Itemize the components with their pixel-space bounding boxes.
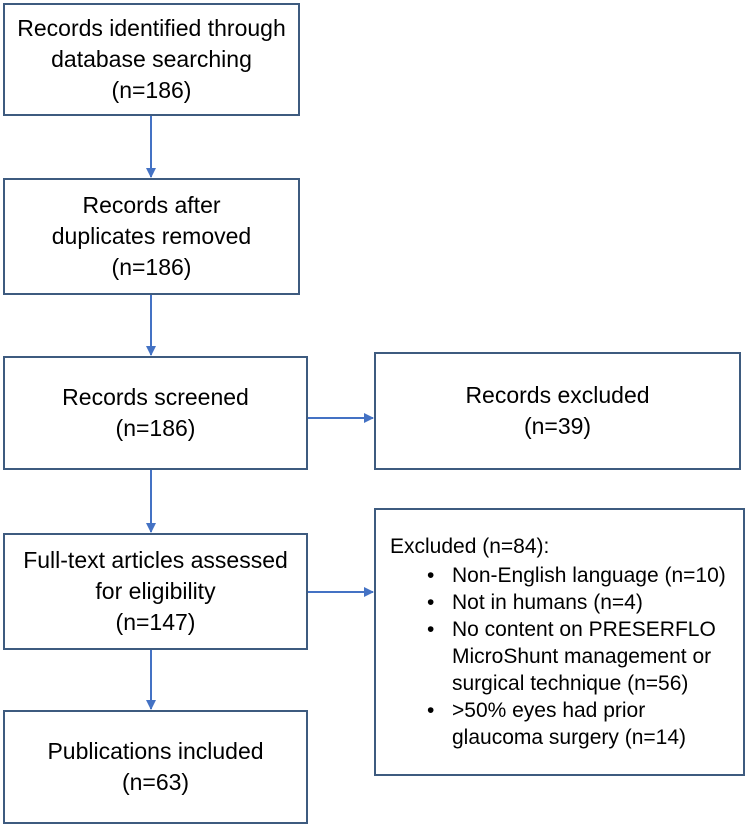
exclusion-reason-text: No content on PRESERFLO MicroShunt manag… — [452, 618, 716, 695]
records-screened-count: (n=186) — [115, 415, 196, 441]
exclusion-reason-text: Not in humans (n=4) — [452, 591, 643, 614]
duplicates-removed-line-1: Records after — [82, 192, 221, 218]
publications-included-count: (n=63) — [121, 769, 190, 795]
duplicates-removed-count: (n=186) — [111, 254, 192, 280]
records-screened-label: Records screened — [62, 384, 249, 410]
publications-included-label: Publications included — [47, 738, 264, 764]
records-identified-box: Records identified through database sear… — [3, 3, 300, 116]
fulltext-assessed-line-1: Full-text articles assessed — [23, 547, 288, 573]
records-excluded-box: Records excluded (n=39) — [374, 352, 741, 470]
exclusion-reasons-box: Excluded (n=84): • Non-English language (… — [374, 508, 745, 776]
bullet-icon: • — [427, 618, 435, 641]
exclusion-reason-text: Non-English language (n=10) — [452, 564, 726, 587]
fulltext-assessed-line-2: for eligibility — [95, 578, 216, 604]
records-identified-line-2: database searching — [51, 46, 252, 72]
records-excluded-label: Records excluded — [465, 382, 650, 408]
exclusion-reason-item: • >50% eyes had prior glaucoma surgery (n… — [390, 697, 726, 751]
bullet-icon: • — [427, 564, 435, 587]
exclusion-reason-list: • Non-English language (n=10) • Not in hum… — [390, 562, 726, 751]
fulltext-assessed-count: (n=147) — [115, 609, 196, 635]
records-screened-box: Records screened (n=186) — [3, 356, 308, 470]
records-identified-count: (n=186) — [111, 77, 192, 103]
exclusion-reason-item: • Not in humans (n=4) — [390, 589, 726, 616]
bullet-icon: • — [427, 699, 435, 722]
exclusion-reason-item: • Non-English language (n=10) — [390, 562, 726, 589]
exclusion-heading: Excluded (n=84): — [390, 535, 550, 558]
duplicates-removed-line-2: duplicates removed — [51, 223, 252, 249]
bullet-icon: • — [427, 591, 435, 614]
duplicates-removed-box: Records after duplicates removed (n=186) — [3, 178, 300, 295]
publications-included-box: Publications included (n=63) — [3, 710, 308, 824]
fulltext-assessed-box: Full-text articles assessed for eligibil… — [3, 533, 308, 650]
records-excluded-count: (n=39) — [523, 413, 592, 439]
records-identified-line-1: Records identified through — [17, 15, 286, 41]
exclusion-reason-text: >50% eyes had prior glaucoma surgery (n=… — [452, 699, 687, 749]
exclusion-reason-item: • No content on PRESERFLO MicroShunt mana… — [390, 616, 726, 697]
